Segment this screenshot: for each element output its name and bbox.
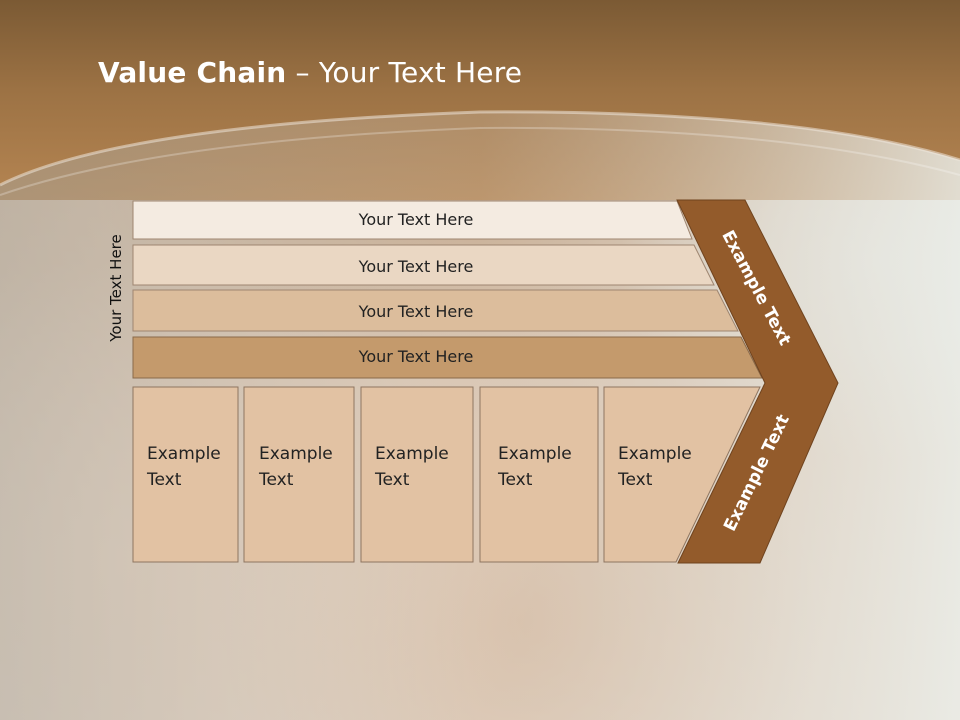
column-1-line1: Example xyxy=(147,444,221,464)
reflection-column-5-line1: Example xyxy=(618,662,692,682)
column-2-line1: Example xyxy=(259,444,333,464)
reflection-column-1-line1: Example xyxy=(147,662,221,682)
column-1: Example Text xyxy=(132,386,239,563)
column-3-line2: Text xyxy=(374,470,410,490)
bar-1-label: Your Text Here xyxy=(358,210,474,229)
reflection-column-2-line1: Example xyxy=(259,662,333,682)
reflection-column-4-line2: Text xyxy=(497,636,533,656)
reflection-column-2-line2: Text xyxy=(258,636,294,656)
bar-group: Your Text Here Your Text Here Your Text … xyxy=(132,200,763,379)
column-1-line2: Text xyxy=(146,470,182,490)
bar-3-label: Your Text Here xyxy=(358,302,474,321)
column-2-line2: Text xyxy=(258,470,294,490)
column-group: Example Text Example Text Example Text E… xyxy=(132,386,761,563)
column-5-line1: Example xyxy=(618,444,692,464)
reflection-column-3-line2: Text xyxy=(374,636,410,656)
column-4-line1: Example xyxy=(498,444,572,464)
bar-2: Your Text Here xyxy=(132,244,715,286)
bar-4-label: Your Text Here xyxy=(358,347,474,366)
bar-2-label: Your Text Here xyxy=(358,257,474,276)
diagram-reflection: Example Text Example Text Example Text E… xyxy=(132,563,829,720)
reflection-column-4-line1: Example xyxy=(498,662,572,682)
column-2: Example Text xyxy=(243,386,355,563)
title-bold: Value Chain xyxy=(98,56,287,89)
reflection-column-3-line1: Example xyxy=(375,662,449,682)
bar-4: Your Text Here xyxy=(132,336,763,379)
reflection-column-1-line2: Text xyxy=(146,636,182,656)
column-4: Example Text xyxy=(479,386,599,563)
bar-3: Your Text Here xyxy=(132,289,739,332)
column-4-line2: Text xyxy=(497,470,533,490)
column-5: Example Text xyxy=(603,386,761,563)
column-3-line1: Example xyxy=(375,444,449,464)
reflection-column-5-line2: Text xyxy=(617,636,653,656)
column-3: Example Text xyxy=(360,386,474,563)
page-title: Value Chain – Your Text Here xyxy=(98,56,522,89)
title-rest: – Your Text Here xyxy=(286,56,523,89)
column-5-line2: Text xyxy=(617,470,653,490)
bar-1: Your Text Here xyxy=(132,200,693,240)
